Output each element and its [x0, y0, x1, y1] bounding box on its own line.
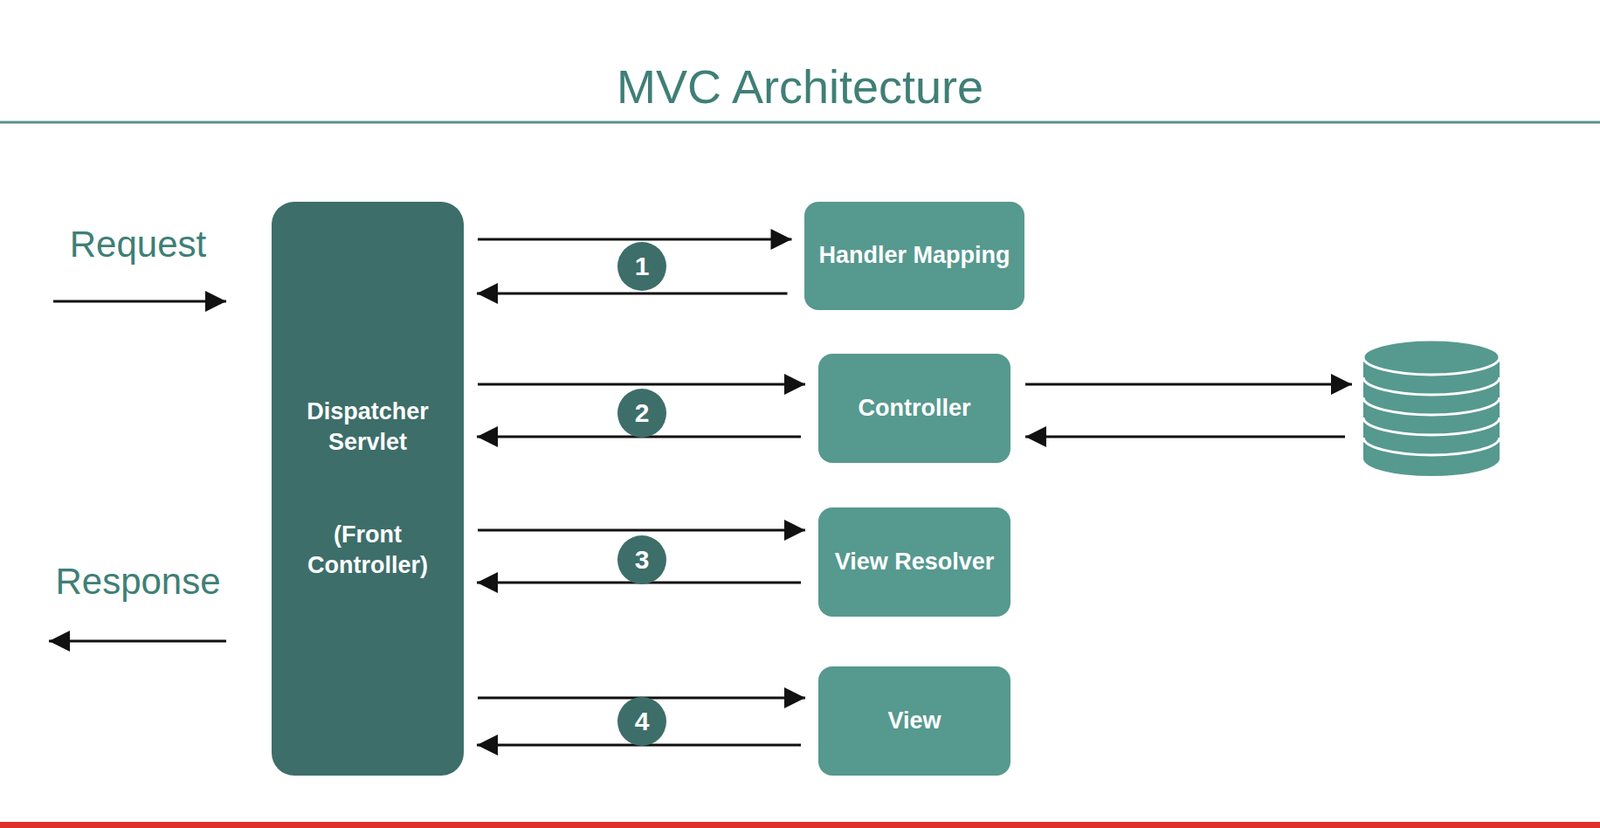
box-text: View [887, 705, 941, 737]
component-box: View Resolver [818, 507, 1011, 617]
callout-number: 3 [617, 535, 667, 585]
flow-label: Response [55, 560, 221, 603]
front-controller-box: Dispatcher Servlet (Front Controller) [271, 201, 464, 776]
box-text: Handler Mapping [818, 240, 1010, 271]
flow-arrow [477, 383, 806, 387]
flow-label: Request [69, 223, 207, 266]
box-text: View Resolver [834, 546, 995, 578]
box-text: Controller [857, 393, 971, 424]
callout-number: 2 [617, 388, 667, 438]
callout-number: 1 [617, 241, 667, 291]
database-symbol [1363, 339, 1500, 476]
title-rule [0, 121, 1600, 125]
response-arrow [48, 640, 227, 643]
flow-arrow [477, 529, 806, 532]
flow-arrow [476, 292, 787, 296]
flow-arrow [477, 238, 792, 242]
request-arrow [53, 300, 227, 304]
db-arrow [1025, 435, 1345, 439]
box-text: Dispatcher Servlet [283, 396, 452, 458]
box-text: (Front Controller) [283, 519, 452, 581]
progress-bar [0, 821, 1600, 828]
component-box: Handler Mapping [804, 201, 1024, 311]
db-arrow [1025, 383, 1352, 387]
component-box: View [818, 666, 1011, 776]
diagram-title: MVC Architecture [0, 59, 1600, 114]
callout-number: 4 [617, 696, 667, 746]
component-box: Controller [818, 353, 1011, 463]
